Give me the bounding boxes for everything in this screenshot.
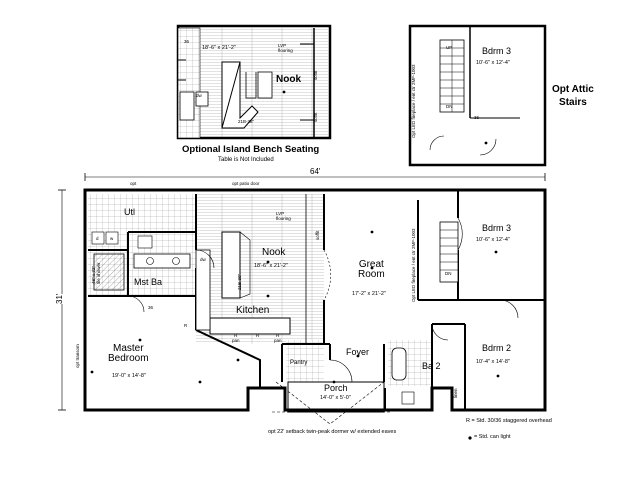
room-foyer: Foyer bbox=[346, 347, 370, 357]
inset-nook-subcaption: Table is Not Included bbox=[218, 157, 274, 163]
inset-bdrm3-fireplace: Opt LED fireplace / ent ctr 2MF-1003 bbox=[411, 64, 416, 138]
num-36: 36 bbox=[148, 305, 154, 310]
stairs-dn: DN bbox=[445, 271, 452, 276]
inset-nook-floor: LVP flooring bbox=[278, 43, 293, 53]
inset-bdrm3-drawing bbox=[408, 24, 547, 167]
dryer-label: d bbox=[96, 236, 99, 241]
room-great-size: 17'-2" x 21'-2" bbox=[352, 291, 386, 297]
mst-tile-shower: 48" x 72" tile shower bbox=[91, 262, 101, 284]
inset-bdrm3-36: 36 bbox=[474, 115, 480, 120]
range-pan-3: R pan bbox=[274, 333, 282, 343]
refrigerator-label: R bbox=[184, 323, 188, 328]
room-bdrm2: Bdrm 2 bbox=[482, 343, 512, 353]
inset-nook-size: 18'-6" x 21'-2" bbox=[202, 45, 236, 51]
inset-nook-dw: dw bbox=[196, 93, 202, 98]
inset-nook-drawing bbox=[176, 24, 332, 140]
inset-bdrm3-caption: Opt Attic Stairs bbox=[552, 84, 594, 108]
room-bdrm3-size: 10'-6" x 12'-4" bbox=[476, 237, 510, 243]
inset-nook-soffit-2: soffit bbox=[313, 112, 318, 122]
room-master: Master Bedroom bbox=[108, 343, 149, 364]
room-nook-floor: LVP flooring bbox=[276, 211, 291, 221]
dormer-note: opt 22' setback twin-peak dormer w/ exte… bbox=[268, 429, 397, 435]
inset-nook-caption: Optional Island Bench Seating bbox=[182, 144, 320, 155]
inset-bdrm3-label: Bdrm 3 bbox=[482, 46, 512, 56]
room-mst-ba: Mst Ba bbox=[134, 277, 163, 287]
inset-nook-bench: 21B-38" bbox=[238, 119, 255, 124]
room-porch-size: 14'-0" x 5'-0" bbox=[320, 395, 351, 401]
room-nook-size: 18'-6" x 21'-2" bbox=[254, 263, 288, 269]
room-utl: Utl bbox=[124, 207, 135, 217]
room-bdrm3: Bdrm 3 bbox=[482, 223, 512, 233]
patio-door: opt patio door bbox=[232, 181, 260, 186]
room-nook: Nook bbox=[262, 247, 286, 258]
dishwasher-label: dw bbox=[200, 257, 206, 262]
room-pantry: Pantry bbox=[290, 360, 308, 366]
range-pan-1: R pan bbox=[232, 333, 240, 343]
soffit-label: soffit bbox=[315, 230, 320, 240]
inset-nook-soffit-1: soffit bbox=[313, 70, 318, 80]
fireplace-note: Opt LED fireplace / ent ctr 2MF-1003 bbox=[411, 228, 416, 302]
main-plan-drawing bbox=[58, 90, 547, 440]
room-bdrm2-size: 10'-4" x 14'-8" bbox=[476, 359, 510, 365]
top-opt: opt bbox=[130, 181, 137, 186]
overall-depth: 31' bbox=[55, 293, 64, 304]
room-great: Great Room bbox=[358, 259, 385, 280]
room-ba2: Ba 2 bbox=[422, 361, 441, 371]
linen-label: linen bbox=[453, 388, 458, 398]
washer-label: w bbox=[110, 236, 114, 241]
range-pan-2: R bbox=[256, 333, 260, 338]
island-label: 21B-39" bbox=[237, 273, 242, 290]
transom: opt transom bbox=[75, 344, 80, 368]
inset-nook-36: 36 bbox=[184, 39, 190, 44]
overall-width: 64' bbox=[308, 167, 323, 176]
inset-bdrm3-size: 10'-6" x 12'-4" bbox=[476, 60, 510, 66]
room-kitchen: Kitchen bbox=[236, 305, 270, 316]
can-lights bbox=[90, 90, 500, 384]
legend-overhead: R = Std. 30/36 staggered overhead bbox=[466, 418, 552, 424]
inset-bdrm3-up: UP bbox=[446, 45, 453, 50]
legend-can-light: = Std. can light bbox=[474, 434, 511, 440]
room-master-size: 19'-0" x 14'-8" bbox=[112, 373, 146, 379]
inset-bdrm3-dn: DN bbox=[446, 104, 453, 109]
room-porch: Porch bbox=[324, 383, 348, 393]
legend-can-light-icon bbox=[468, 436, 472, 440]
inset-nook-label: Nook bbox=[276, 74, 301, 85]
